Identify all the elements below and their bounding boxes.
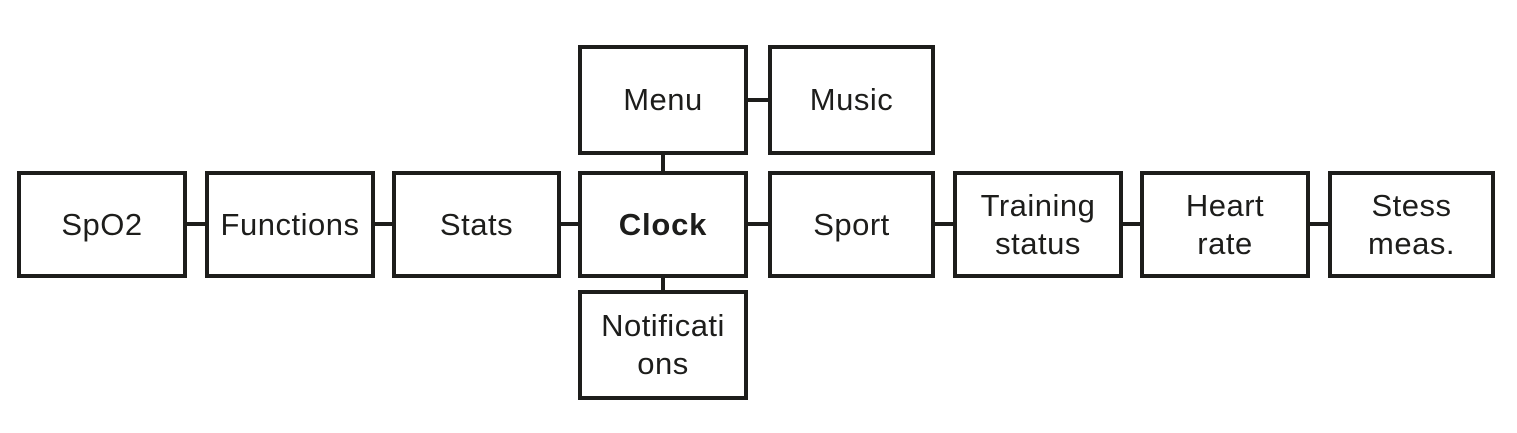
node-menu: Menu [578, 45, 748, 155]
node-clock: Clock [578, 171, 748, 278]
node-stess-meas-label-line1: Stess [1371, 187, 1452, 223]
connector-sport-training [935, 222, 953, 226]
node-sport: Sport [768, 171, 935, 278]
node-training-status-label-line1: Training [980, 187, 1096, 223]
connector-clock-notifications [661, 272, 665, 294]
node-stess-meas: Stess meas. [1328, 171, 1495, 278]
node-functions-label: Functions [220, 206, 360, 242]
connector-menu-music [748, 98, 768, 102]
node-training-status-label-line2: status [995, 225, 1081, 261]
node-spo2-label: SpO2 [61, 206, 143, 242]
node-training-status: Training status [953, 171, 1123, 278]
connector-clock-sport [748, 222, 768, 226]
node-notifications-label-line2: ons [637, 346, 689, 381]
node-stats-label: Stats [439, 206, 514, 242]
node-stess-meas-label-line2: meas. [1368, 225, 1455, 261]
connector-stats-clock [561, 222, 578, 226]
node-menu-label: Menu [623, 82, 703, 117]
connector-heart-stess [1310, 222, 1328, 226]
node-sport-label: Sport [813, 206, 890, 242]
node-functions: Functions [205, 171, 375, 278]
node-clock-label: Clock [618, 206, 708, 242]
node-heart-rate-label-line1: Heart [1185, 187, 1265, 223]
connector-menu-clock [661, 150, 665, 176]
node-notifications: Notificati ons [578, 290, 748, 400]
node-notifications-label-line1: Notificati [601, 308, 725, 343]
node-stats: Stats [392, 171, 561, 278]
node-heart-rate-label-line2: rate [1197, 225, 1253, 261]
connector-functions-stats [375, 222, 392, 226]
connector-training-heart [1123, 222, 1140, 226]
node-music-label: Music [809, 82, 894, 117]
connector-spo2-functions [187, 222, 205, 226]
node-music: Music [768, 45, 935, 155]
node-spo2: SpO2 [17, 171, 187, 278]
node-heart-rate: Heart rate [1140, 171, 1310, 278]
